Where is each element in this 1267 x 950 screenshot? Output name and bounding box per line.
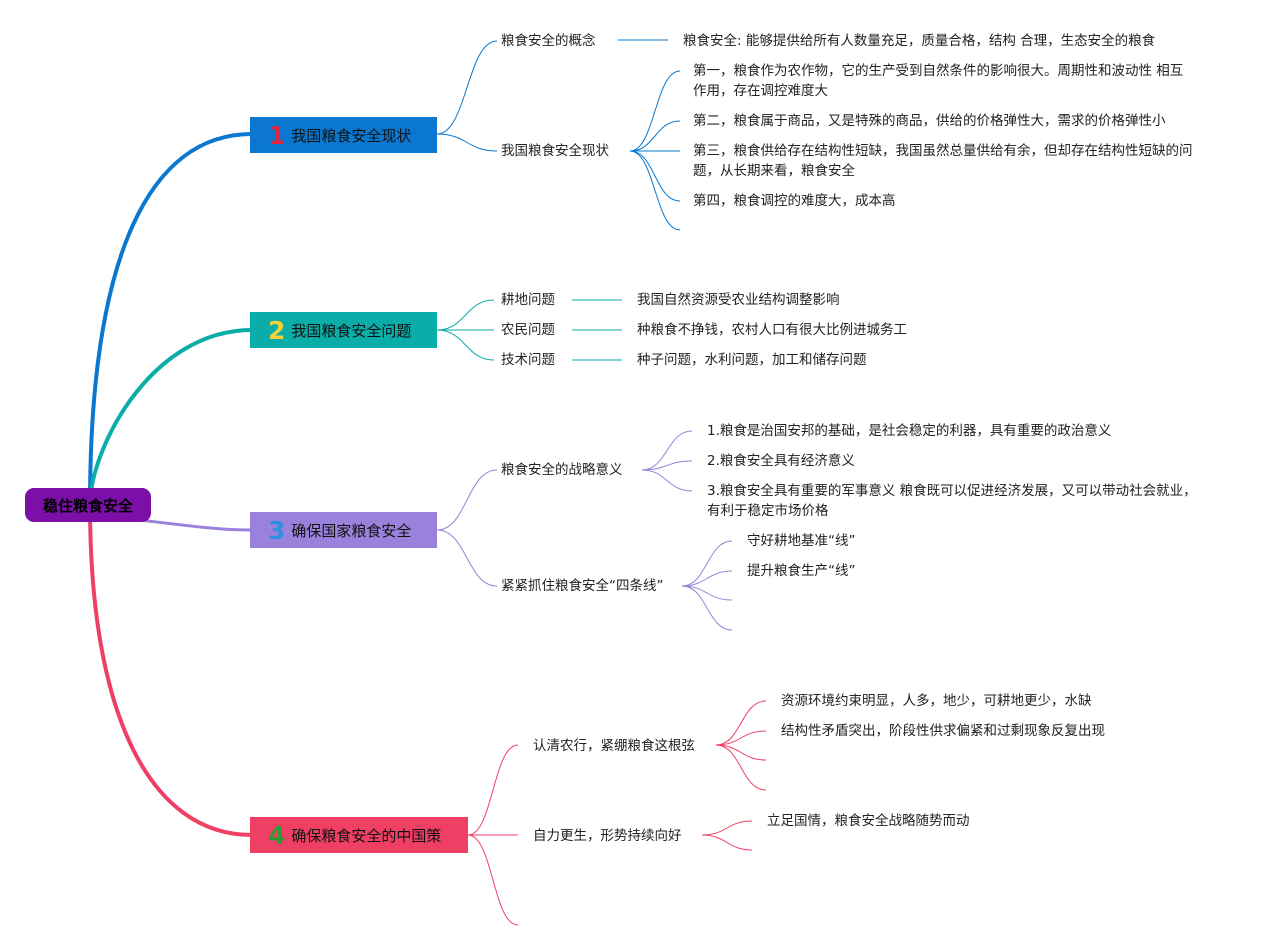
item-3-2-1[interactable]: 守好耕地基准“线” [747,533,856,549]
item-2-2-1[interactable]: 种粮食不挣钱，农村人口有很大比例进城务工 [637,322,907,338]
item-4-1-2[interactable]: 结构性矛盾突出，阶段性供求偏紧和过剩现象反复出现 [781,723,1105,739]
topic-3-1-to-item-2 [641,460,693,471]
topic-1-2-to-item-5 [629,150,681,231]
b1-to-topic-2 [436,133,498,152]
topic-1-2-to-item-1 [629,70,681,152]
topic-1-1-label[interactable]: 粮食安全的概念 [501,33,596,49]
b2-to-topic-3 [436,329,495,361]
b1-to-topic-1 [436,40,498,135]
root-to-branch-2 [88,328,253,506]
topic-1-2-to-item-4 [629,150,681,202]
root-node[interactable]: 稳住粮食安全 [25,488,151,522]
item-1-1-1[interactable]: 粮食安全: 能够提供给所有人数量充足，质量合格，结构 合理，生态安全的粮食 [683,33,1156,49]
item-2-1-1[interactable]: 我国自然资源受农业结构调整影响 [637,292,840,308]
branch-1-number: 1 [268,120,286,150]
item-4-2-1[interactable]: 立足国情，粮食安全战略随势而动 [767,813,970,829]
b4-to-topic-1 [467,744,519,836]
item-3-1-2[interactable]: 2.粮食安全具有经济意义 [707,453,855,469]
topic-3-1-to-item-3 [641,469,693,492]
item-2-3-1[interactable]: 种子问题，水利问题，加工和储存问题 [637,352,867,368]
topic-4-2-label[interactable]: 自力更生，形势持续向好 [533,828,682,844]
item-4-1-1[interactable]: 资源环境约束明显，人多，地少，可耕地更少，水缺 [781,693,1092,709]
topic-3-2-to-item-2 [681,570,733,587]
b3-to-topic-1 [436,469,498,531]
topic-3-2-to-item-4 [681,585,733,631]
branch-2-number: 2 [268,315,286,345]
topic-4-1-to-item-1 [715,700,767,746]
branch-4-node[interactable]: 4 确保粮食安全的中国策 [250,817,468,853]
branch-3-number: 3 [268,515,286,545]
root-label: 稳住粮食安全 [42,496,133,515]
item-3-2-2[interactable]: 提升粮食生产“线” [747,563,856,579]
root-to-branch-1 [88,132,253,506]
branch-1-node[interactable]: 1 我国粮食安全现状 [250,117,437,153]
item-3-1-3[interactable]: 3.粮食安全具有重要的军事意义 粮食既可以促进经济发展，又可以带动社会就业，有利… [707,483,1197,519]
topic-3-1-label[interactable]: 粮食安全的战略意义 [501,462,623,478]
item-1-2-2[interactable]: 第二，粮食属于商品，又是特殊的商品，供给的价格弹性大，需求的价格弹性小 [693,113,1166,129]
branch-2-node[interactable]: 2 我国粮食安全问题 [250,312,437,348]
topic-1-2-label[interactable]: 我国粮食安全现状 [501,143,609,159]
b4-to-topic-3 [467,834,519,926]
topic-2-2-label[interactable]: 农民问题 [501,322,555,338]
branch-4-number: 4 [268,820,286,850]
topic-3-2-label[interactable]: 紧紧抓住粮食安全“四条线” [501,578,664,594]
topic-4-1-to-item-3 [715,744,767,761]
branch-4-label: 确保粮食安全的中国策 [291,826,442,845]
topic-3-1-to-item-1 [641,430,693,471]
item-1-2-4[interactable]: 第四，粮食调控的难度大，成本高 [693,193,896,209]
item-1-2-1[interactable]: 第一，粮食作为农作物，它的生产受到自然条件的影响很大。周期性和波动性 相互作用，… [693,63,1184,99]
topic-4-1-label[interactable]: 认清农行，紧绷粮食这根弦 [533,738,695,754]
item-3-1-1[interactable]: 1.粮食是治国安邦的基础，是社会稳定的利器，具有重要的政治意义 [707,423,1112,439]
topic-4-1-to-item-2 [715,730,767,746]
b2-to-topic-1 [436,299,495,331]
branch-3-node[interactable]: 3 确保国家粮食安全 [250,512,437,548]
branch-3-label: 确保国家粮食安全 [291,521,412,540]
root-to-branch-3 [139,518,253,532]
topic-3-2-to-item-3 [681,585,733,601]
root-to-branch-4 [88,504,253,837]
topic-2-1-label[interactable]: 耕地问题 [501,292,555,308]
topic-2-3-label[interactable]: 技术问题 [501,352,555,368]
topic-1-2-to-item-2 [629,120,681,152]
topic-4-1-to-item-4 [715,744,767,791]
b3-to-topic-2 [436,529,498,587]
topic-4-2-to-item-2 [701,834,753,851]
branch-1-label: 我国粮食安全现状 [291,126,412,145]
topic-3-2-to-item-1 [681,540,733,587]
branch-2-label: 我国粮食安全问题 [291,321,412,340]
topic-4-2-to-item-1 [701,820,753,836]
item-1-2-3[interactable]: 第三，粮食供给存在结构性短缺，我国虽然总量供给有余，但却存在结构性短缺的问题，从… [693,143,1193,179]
